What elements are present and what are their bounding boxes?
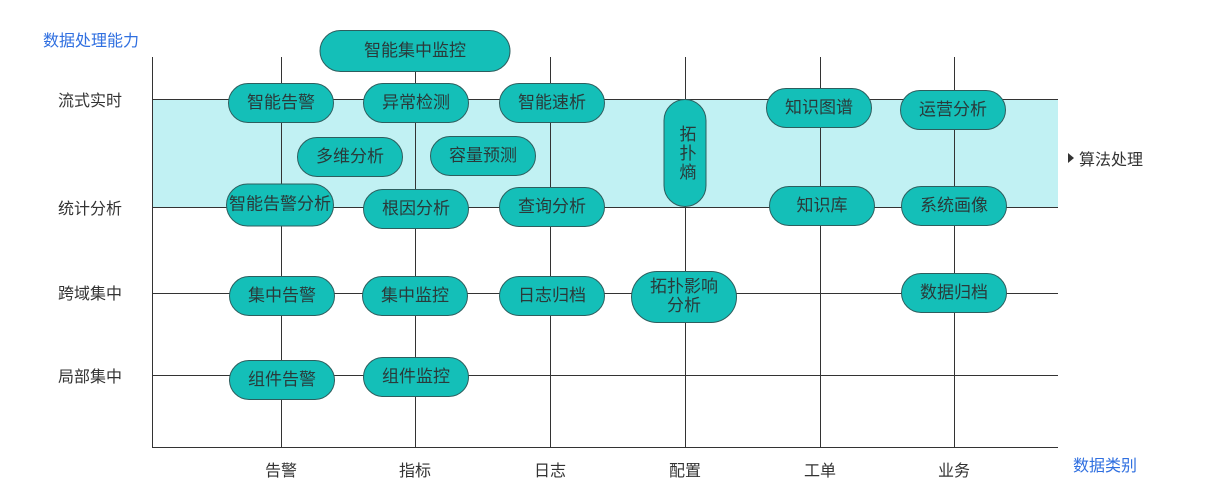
row-label: 统计分析 bbox=[57, 199, 122, 218]
x-axis-title: 数据类别 bbox=[1073, 456, 1138, 475]
capability-pill: 知识库 bbox=[769, 186, 875, 226]
band-label: 算法处理 bbox=[1068, 146, 1143, 170]
row-line bbox=[152, 99, 1058, 100]
row-line bbox=[152, 207, 1058, 208]
capability-pill: 异常检测 bbox=[363, 83, 469, 123]
band-label-text: 算法处理 bbox=[1079, 150, 1144, 169]
row-line bbox=[152, 375, 1058, 376]
row-label: 局部集中 bbox=[57, 367, 122, 386]
y-axis bbox=[152, 57, 153, 448]
capability-pill: 知识图谱 bbox=[766, 88, 872, 128]
capability-pill: 多维分析 bbox=[297, 137, 403, 177]
capability-pill: 容量预测 bbox=[430, 136, 536, 176]
column-line bbox=[685, 57, 686, 447]
capability-pill: 系统画像 bbox=[901, 186, 1007, 226]
row-label: 流式实时 bbox=[57, 91, 122, 110]
column-label: 配置 bbox=[668, 461, 701, 480]
column-label: 业务 bbox=[937, 461, 970, 480]
capability-pill: 智能告警 bbox=[228, 83, 334, 123]
capability-pill: 智能集中监控 bbox=[319, 30, 511, 72]
capability-pill: 查询分析 bbox=[499, 187, 605, 227]
column-line bbox=[820, 57, 821, 447]
column-label: 告警 bbox=[264, 461, 297, 480]
capability-pill: 运营分析 bbox=[900, 90, 1006, 130]
capability-pill: 日志归档 bbox=[499, 276, 605, 316]
column-line bbox=[954, 57, 955, 447]
column-label: 工单 bbox=[803, 461, 836, 480]
capability-pill: 智能速析 bbox=[499, 83, 605, 123]
x-axis bbox=[152, 447, 1058, 448]
capability-pill: 组件监控 bbox=[363, 357, 469, 397]
capability-pill: 智能告警分析 bbox=[226, 183, 334, 227]
capability-pill: 数据归档 bbox=[901, 273, 1007, 313]
capability-pill: 根因分析 bbox=[363, 189, 469, 229]
row-label: 跨域集中 bbox=[57, 284, 122, 303]
triangle-right-icon bbox=[1068, 153, 1074, 163]
capability-pill: 集中监控 bbox=[362, 276, 468, 316]
column-line bbox=[281, 57, 282, 447]
column-line bbox=[550, 57, 551, 447]
column-line bbox=[415, 57, 416, 447]
row-line bbox=[152, 293, 1058, 294]
capability-pill: 拓扑影响分析 bbox=[631, 271, 737, 323]
capability-pill: 拓扑熵 bbox=[663, 99, 707, 207]
capability-pill: 集中告警 bbox=[229, 276, 335, 316]
column-label: 日志 bbox=[533, 461, 566, 480]
capability-pill: 组件告警 bbox=[229, 360, 335, 400]
column-label: 指标 bbox=[398, 461, 431, 480]
y-axis-title: 数据处理能力 bbox=[43, 31, 140, 50]
